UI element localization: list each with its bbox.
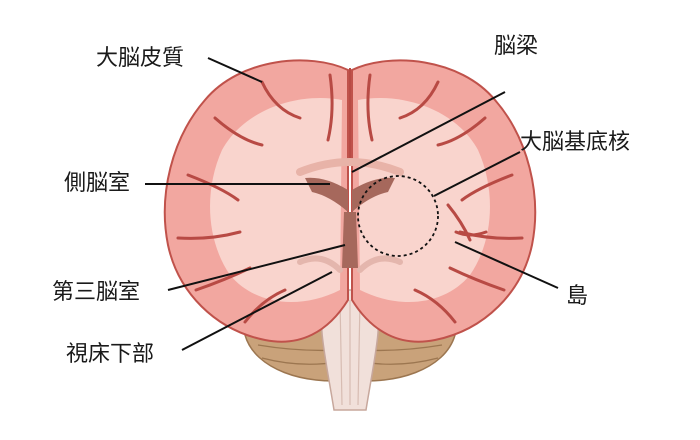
deep-gray-nuclei <box>297 255 403 273</box>
corpus-callosum <box>296 158 404 176</box>
label-hypothalamus: 視床下部 <box>66 342 155 367</box>
leader-cerebral-cortex <box>207 57 263 83</box>
label-basal-ganglia: 大脳基底核 <box>520 130 631 155</box>
right-white-matter <box>358 98 490 303</box>
leader-insula <box>454 241 559 289</box>
leader-basal-ganglia <box>433 151 521 197</box>
brainstem-fibers <box>339 299 361 406</box>
leader-corpus-callosum <box>351 91 506 173</box>
label-third-ventricle: 第三脳室 <box>52 280 141 305</box>
insula-folds <box>446 203 488 242</box>
cortical-sulci <box>176 73 524 324</box>
leader-third-ventricle <box>167 244 346 291</box>
third-ventricle <box>342 212 358 268</box>
label-insula: 島 <box>566 284 589 309</box>
label-corpus-callosum: 脳梁 <box>494 34 539 59</box>
lateral-ventricles <box>305 177 395 212</box>
cerebellum-folia <box>257 344 443 365</box>
left-white-matter <box>210 98 342 303</box>
label-cerebral-cortex: 大脳皮質 <box>96 46 185 71</box>
label-lateral-ventricle: 側脳室 <box>64 171 131 196</box>
leader-hypothalamus <box>181 271 333 351</box>
basal-ganglia-marker <box>357 175 439 257</box>
